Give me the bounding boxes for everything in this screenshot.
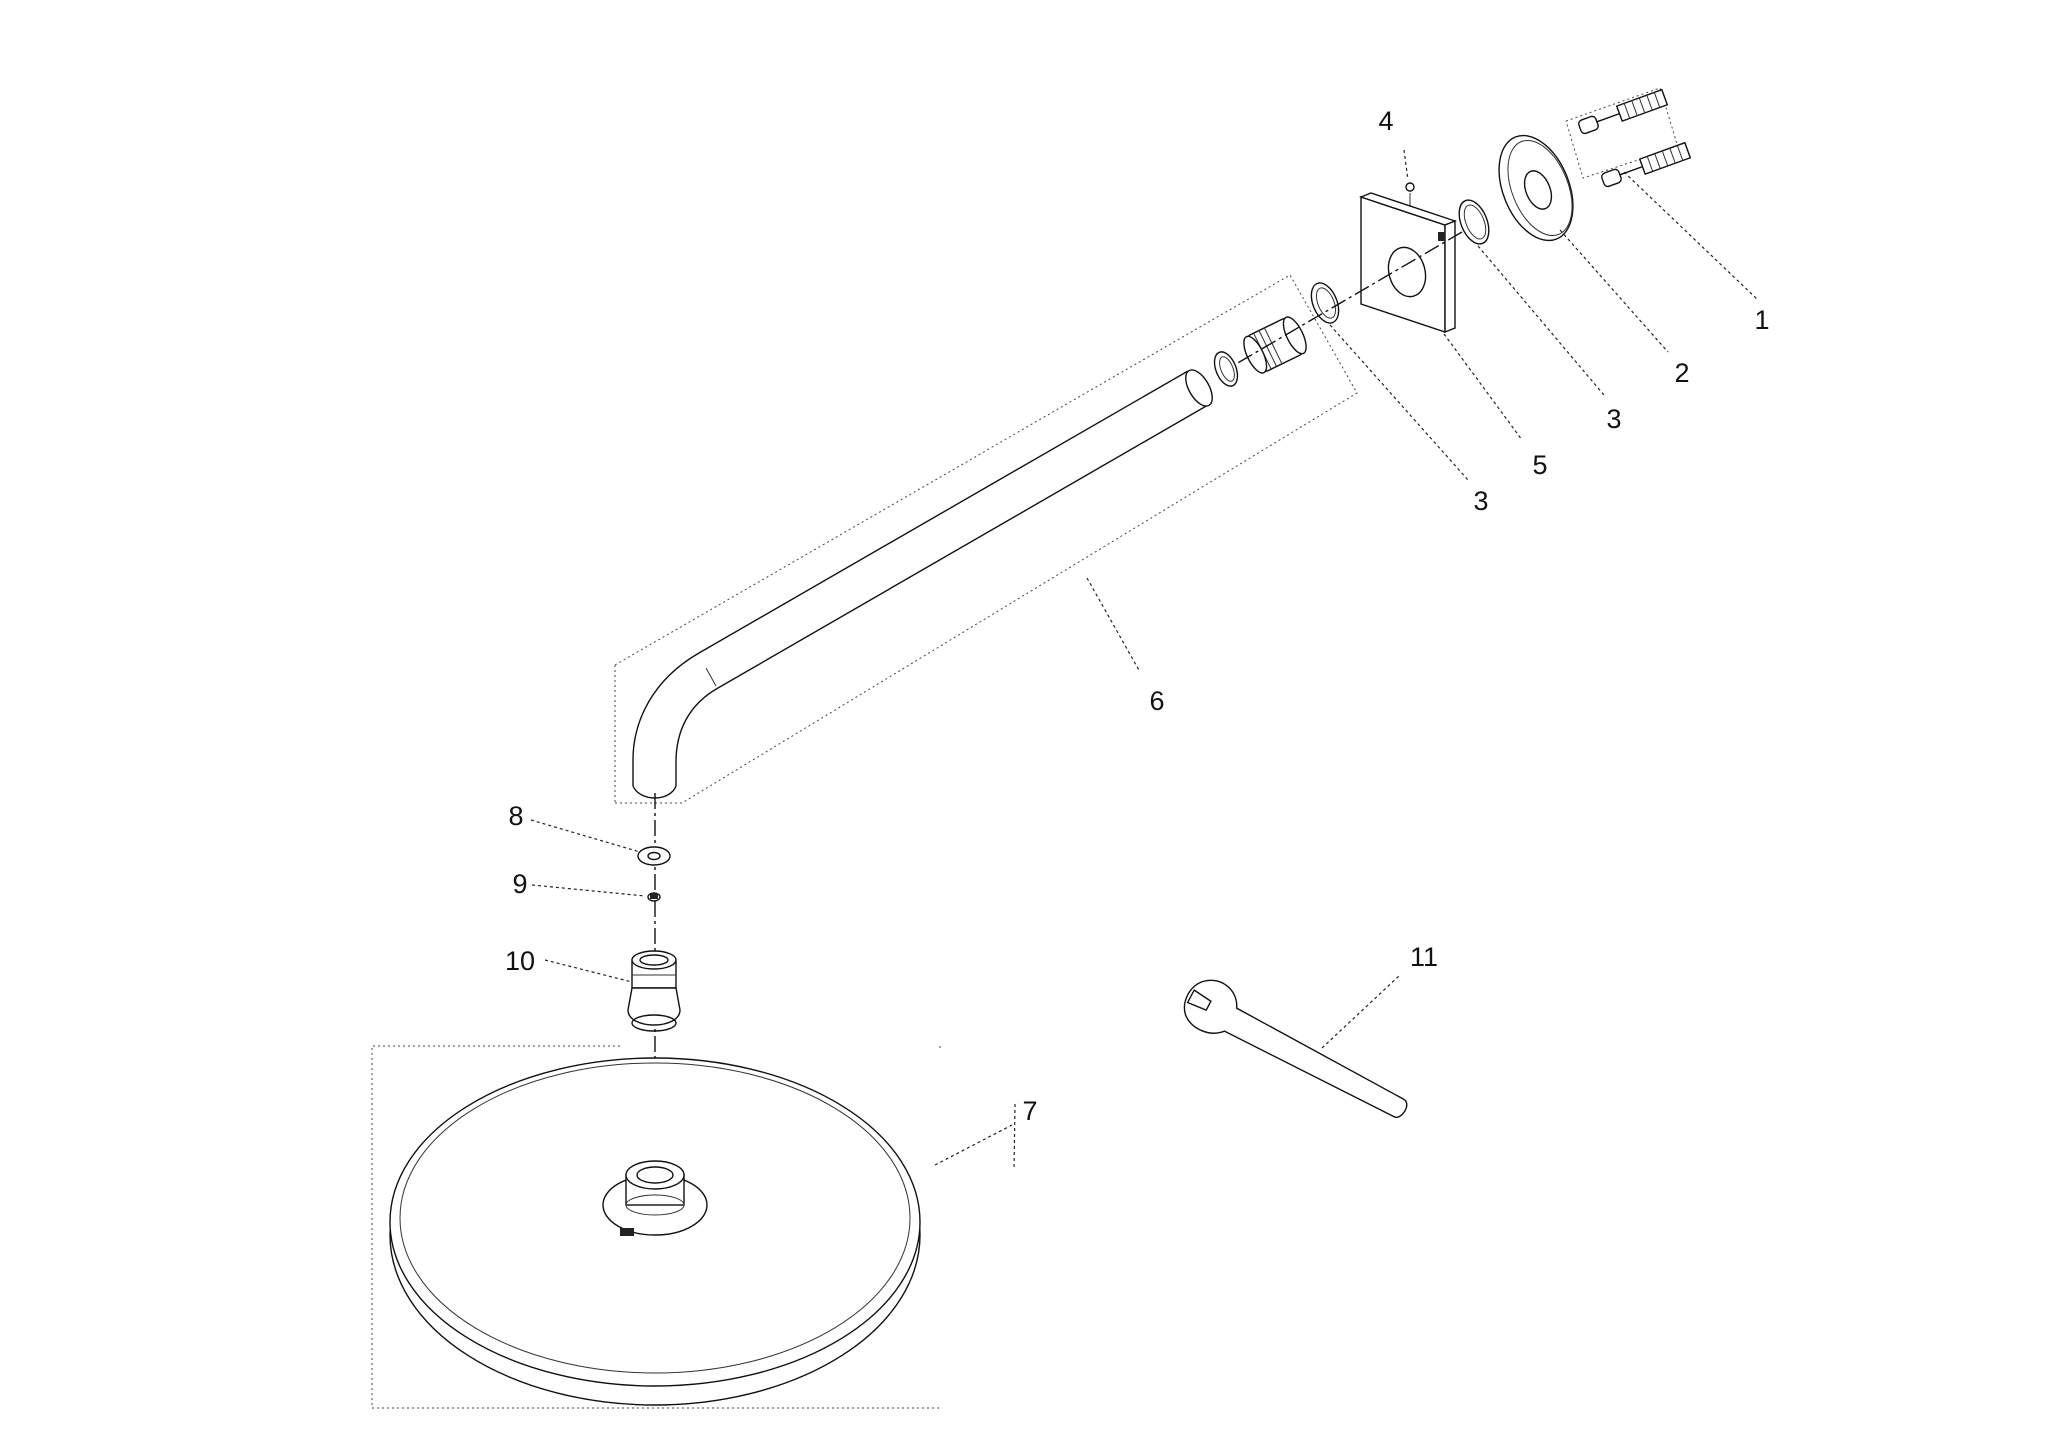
shower-arm-icon	[614, 274, 1358, 804]
callout-3-upper: 3	[1606, 404, 1621, 434]
open-end-wrench-icon	[1183, 979, 1408, 1118]
ball-joint-connector-icon	[627, 950, 681, 1032]
flow-restrictor-icon	[647, 892, 661, 902]
wall-flange-icon	[1498, 134, 1574, 242]
callout-4: 4	[1378, 106, 1393, 136]
callout-8: 8	[508, 801, 523, 831]
o-ring-icon	[1458, 199, 1490, 245]
o-ring-icon	[1213, 282, 1340, 387]
square-escutcheon-plate-icon	[1358, 192, 1458, 334]
round-shower-head-icon	[371, 1045, 941, 1409]
callout-1: 1	[1754, 305, 1769, 335]
wall-anchor-screw-icon	[1565, 87, 1692, 188]
washer-icon	[637, 846, 671, 866]
leader-lines	[530, 149, 1759, 1171]
callout-3-lower: 3	[1473, 486, 1488, 516]
callout-5: 5	[1532, 450, 1547, 480]
callout-7: 7	[1022, 1096, 1037, 1126]
callout-2: 2	[1674, 358, 1689, 388]
centre-axis-upper	[1235, 231, 1463, 365]
callout-10: 10	[505, 946, 535, 976]
callout-6: 6	[1149, 686, 1164, 716]
callout-9: 9	[512, 869, 527, 899]
threaded-nipple-icon	[1243, 316, 1307, 374]
callout-11: 11	[1410, 942, 1438, 972]
